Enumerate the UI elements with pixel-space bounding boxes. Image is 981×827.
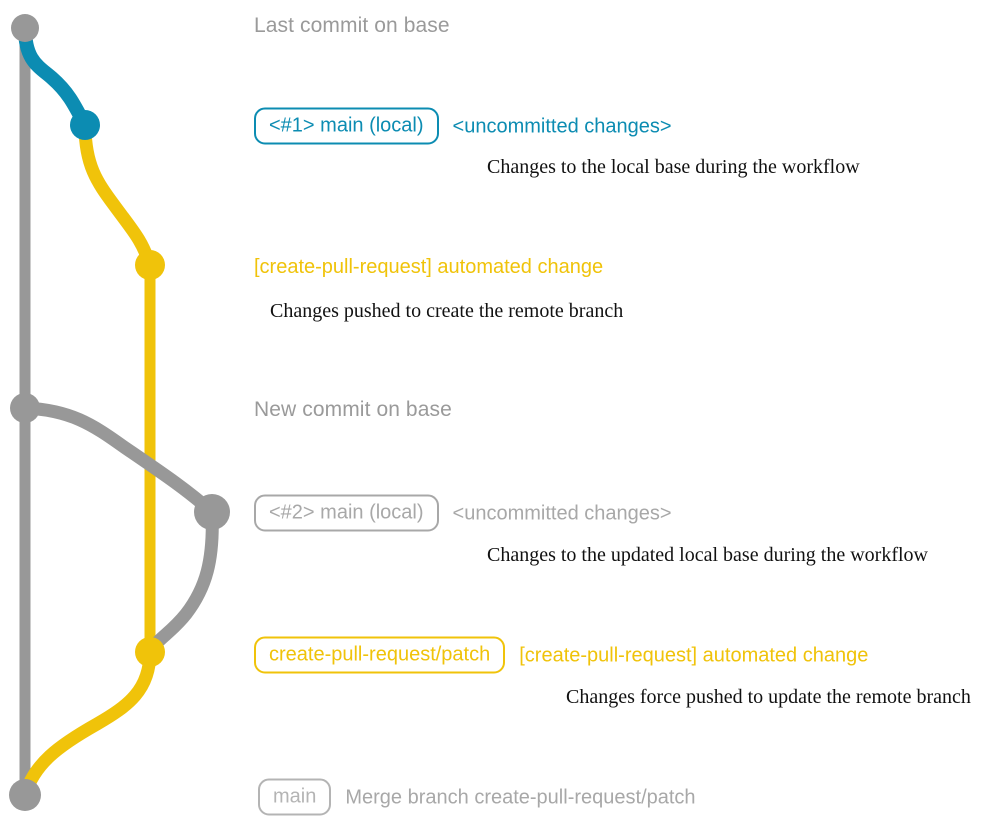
edge-basenew-to-local2	[18, 401, 219, 519]
row-merge-commit: main Merge branch create-pull-request/pa…	[258, 778, 696, 816]
annotation-text: Changes to the updated local base during…	[487, 544, 928, 566]
commit-subject: [create-pull-request] automated change	[519, 644, 869, 666]
annotation-automated-change-2: Changes force pushed to update the remot…	[566, 686, 971, 709]
commit-node-patch-1[interactable]	[135, 250, 165, 280]
ref-badge-label: <#2> main (local)	[269, 501, 424, 524]
commit-node-local-2[interactable]	[194, 494, 230, 530]
row-local-uncommitted-2: <#2> main (local) <uncommitted changes>	[254, 494, 672, 532]
annotation-local-uncommitted-2: Changes to the updated local base during…	[487, 544, 928, 567]
section-heading-label: Last commit on base	[254, 14, 450, 37]
ref-badge-label: main	[273, 785, 317, 808]
commit-subject: [create-pull-request] automated change	[254, 256, 604, 278]
row-automated-change-2: create-pull-request/patch [create-pull-r…	[254, 636, 869, 674]
ref-badge-main-local-1[interactable]: <#1> main (local)	[254, 107, 439, 145]
commit-node-base-head[interactable]	[11, 14, 39, 42]
edge-local2-to-patch2	[143, 505, 219, 659]
row-last-commit-on-base: Last commit on base	[254, 14, 450, 38]
annotation-text: Changes force pushed to update the remot…	[566, 686, 971, 708]
commit-subject: <uncommitted changes>	[452, 502, 672, 524]
ref-badge-create-pull-request-patch[interactable]: create-pull-request/patch	[254, 636, 506, 674]
edge-local1-to-patch1	[78, 118, 157, 272]
row-new-commit-on-base: New commit on base	[254, 398, 452, 422]
ref-badge-label: create-pull-request/patch	[269, 643, 491, 666]
commit-node-patch-2[interactable]	[135, 637, 165, 667]
edge-base-to-local1	[18, 21, 92, 132]
edge-patch2-to-merge	[18, 645, 157, 802]
annotation-local-uncommitted-1: Changes to the local base during the wor…	[487, 156, 860, 179]
annotation-text: Changes to the local base during the wor…	[487, 156, 860, 178]
ref-badge-label: <#1> main (local)	[269, 114, 424, 137]
commit-nodes	[9, 14, 230, 811]
row-automated-change-1: [create-pull-request] automated change	[254, 257, 603, 277]
commit-subject: Merge branch create-pull-request/patch	[345, 786, 696, 808]
commit-node-merge-commit[interactable]	[9, 779, 41, 811]
row-local-uncommitted-1: <#1> main (local) <uncommitted changes>	[254, 107, 672, 145]
commit-node-base-new[interactable]	[10, 393, 40, 423]
ref-badge-main-local-2[interactable]: <#2> main (local)	[254, 494, 439, 532]
annotation-text: Changes pushed to create the remote bran…	[270, 300, 624, 322]
section-heading-label: New commit on base	[254, 398, 452, 421]
ref-badge-main[interactable]: main	[258, 778, 332, 816]
annotation-automated-change-1: Changes pushed to create the remote bran…	[270, 300, 623, 323]
commit-subject: <uncommitted changes>	[452, 115, 672, 137]
commit-node-local-1[interactable]	[70, 110, 100, 140]
